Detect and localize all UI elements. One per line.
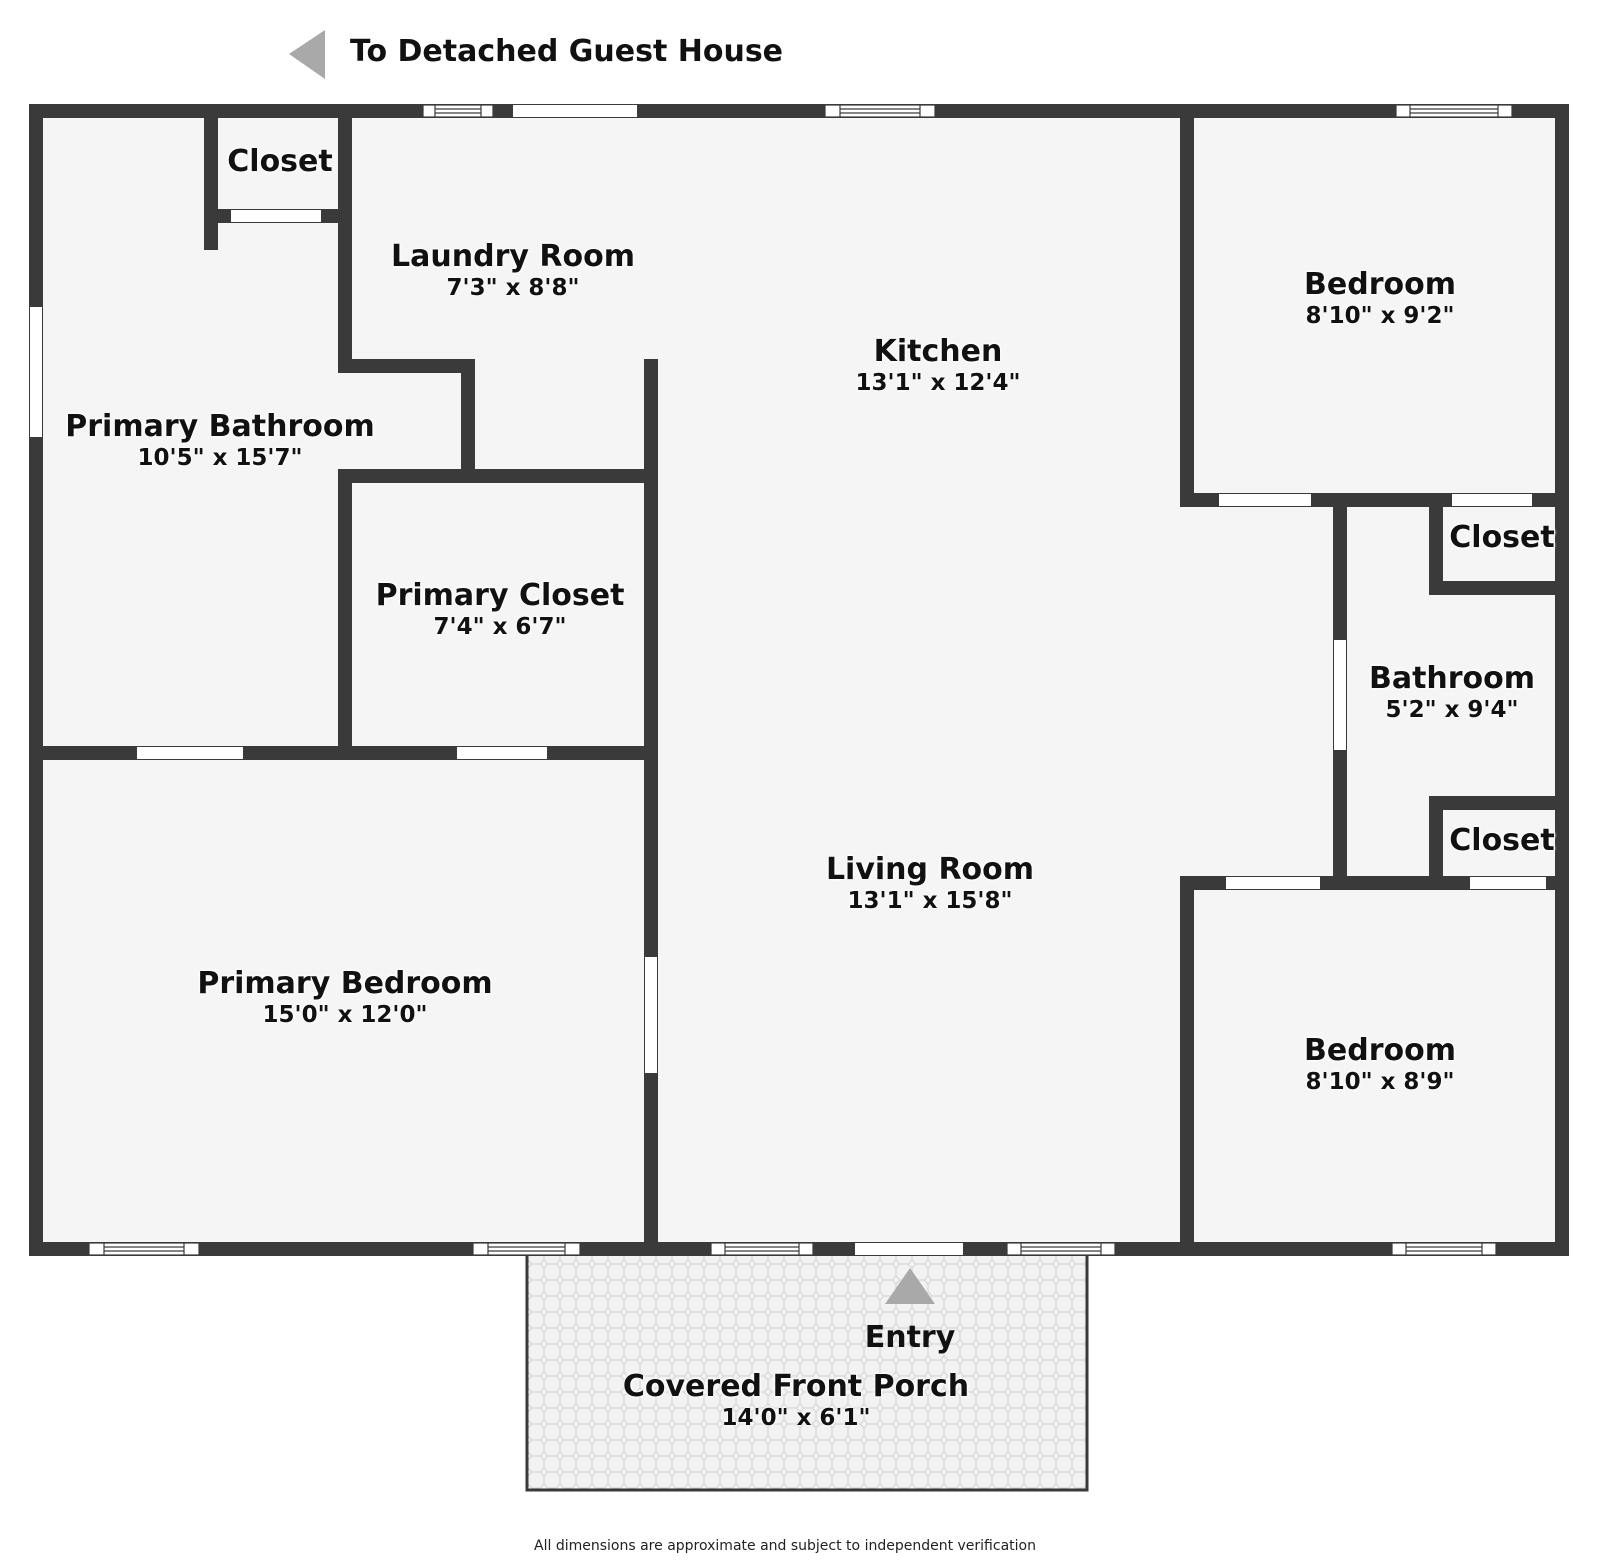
room-name: Kitchen: [873, 334, 1003, 369]
room-dimensions: 7'4" x 6'7": [433, 614, 567, 640]
windows: [88, 104, 1513, 1256]
room-dimensions: 15'0" x 12'0": [262, 1002, 428, 1028]
room-name: Primary Bedroom: [197, 966, 493, 1001]
room-label-porch: Covered Front Porch 14'0" x 6'1": [623, 1370, 969, 1432]
arrow-left-icon: [289, 30, 325, 79]
room-label-living: Living Room 13'1" x 15'8": [826, 853, 1034, 915]
room-dimensions: 8'10" x 8'9": [1305, 1069, 1455, 1095]
guest-house-label: To Detached Guest House: [350, 34, 784, 69]
room-name: Closet: [1449, 520, 1555, 555]
room-dimensions: 13'1" x 12'4": [855, 370, 1021, 396]
room-dimensions: 7'3" x 8'8": [446, 275, 580, 301]
room-dimensions: 10'5" x 15'7": [137, 445, 303, 471]
arrow-up-icon: [885, 1268, 935, 1304]
room-label-closet-right-lower: Closet: [1449, 824, 1554, 858]
room-name: Closet: [1449, 823, 1555, 858]
room-label-kitchen: Kitchen 13'1" x 12'4": [856, 335, 1021, 397]
room-dimensions: 5'2" x 9'4": [1385, 697, 1519, 723]
room-name: Bathroom: [1368, 661, 1536, 696]
door-openings: [30, 105, 1546, 1255]
room-label-primary-bathroom: Primary Bathroom 10'5" x 15'7": [65, 410, 374, 472]
room-name: Laundry Room: [391, 239, 635, 274]
footnote: All dimensions are approximate and subje…: [534, 1538, 1036, 1554]
room-label-laundry: Laundry Room 7'3" x 8'8": [391, 240, 635, 302]
room-name: Primary Closet: [375, 578, 625, 613]
house-floor: [36, 111, 1566, 1249]
room-label-bedroom-top: Bedroom 8'10" x 9'2": [1304, 268, 1456, 330]
room-name: Covered Front Porch: [622, 1369, 970, 1404]
room-name: Bedroom: [1304, 267, 1456, 302]
room-name: Bedroom: [1304, 1033, 1456, 1068]
room-label-primary-bedroom: Primary Bedroom 15'0" x 12'0": [197, 967, 492, 1029]
room-label-bedroom-bottom: Bedroom 8'10" x 8'9": [1304, 1034, 1456, 1096]
room-name: Closet: [227, 144, 333, 179]
room-dimensions: 13'1" x 15'8": [847, 888, 1013, 914]
room-label-primary-closet: Primary Closet 7'4" x 6'7": [376, 579, 625, 641]
room-label-closet-right-upper: Closet: [1449, 521, 1554, 555]
room-dimensions: 8'10" x 9'2": [1305, 303, 1455, 329]
porch-floor: [525, 1247, 1089, 1492]
room-name: Primary Bathroom: [65, 409, 375, 444]
room-label-bathroom: Bathroom 5'2" x 9'4": [1369, 662, 1535, 724]
entry-label: Entry: [864, 1320, 956, 1355]
room-label-closet-top: Closet: [227, 145, 332, 179]
room-name: Living Room: [825, 852, 1035, 887]
room-dimensions: 14'0" x 6'1": [721, 1405, 871, 1431]
